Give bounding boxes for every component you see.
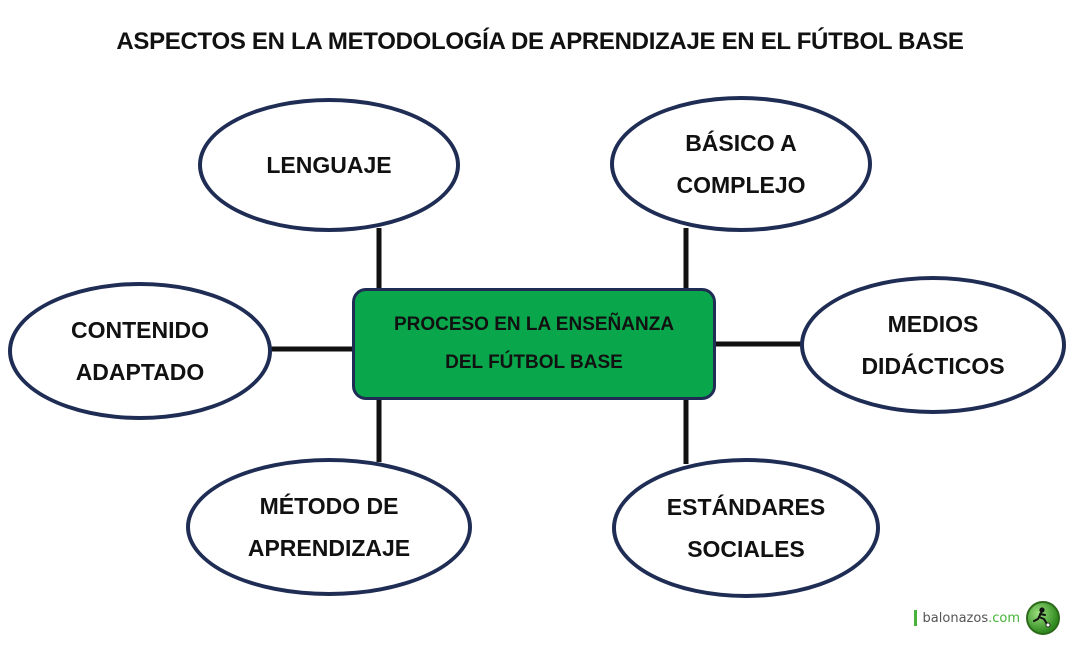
node-basico-line2: COMPLEJO [676, 172, 806, 198]
watermark-name: balonazos [922, 610, 989, 626]
node-estandares-line1: ESTÁNDARES [666, 494, 826, 520]
node-estandares-sociales: ESTÁNDARES SOCIALES [612, 458, 880, 598]
watermark-suffix: .com [988, 610, 1020, 626]
node-metodo-de-aprendizaje: MÉTODO DE APRENDIZAJE [186, 458, 472, 596]
watermark: balonazos.com [913, 601, 1060, 635]
node-basico-a-complejo: BÁSICO A COMPLEJO [610, 96, 872, 232]
node-contenido-adaptado: CONTENIDO ADAPTADO [8, 282, 272, 420]
node-basico-line1: BÁSICO A [685, 130, 797, 156]
watermark-text: balonazos.com [923, 611, 1020, 626]
soccer-player-logo-icon [1026, 601, 1060, 635]
watermark-bar [913, 610, 917, 626]
central-process-box: PROCESO EN LA ENSEÑANZA DEL FÚTBOL BASE [352, 288, 716, 400]
node-contenido-line1: CONTENIDO [71, 317, 209, 343]
node-medios-line2: DIDÁCTICOS [861, 353, 1005, 379]
center-line2: DEL FÚTBOL BASE [445, 352, 623, 373]
node-medios-didacticos: MEDIOS DIDÁCTICOS [800, 276, 1066, 414]
node-contenido-line2: ADAPTADO [75, 359, 205, 385]
node-estandares-line2: SOCIALES [687, 536, 805, 562]
node-metodo-line1: MÉTODO DE [259, 493, 399, 519]
node-lenguaje: LENGUAJE [198, 98, 460, 232]
center-line1: PROCESO EN LA ENSEÑANZA [393, 314, 675, 335]
diagram-title: ASPECTOS EN LA METODOLOGÍA DE APRENDIZAJ… [116, 28, 964, 55]
node-medios-line1: MEDIOS [887, 311, 979, 337]
node-lenguaje-line1: LENGUAJE [266, 152, 392, 178]
node-metodo-line2: APRENDIZAJE [247, 535, 411, 561]
